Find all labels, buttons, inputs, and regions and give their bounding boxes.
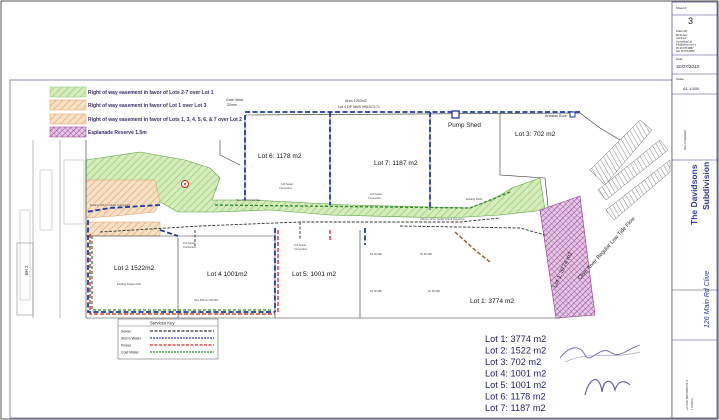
water-lines [91, 191, 511, 311]
gate-valve-label: Gate Valve [226, 98, 244, 102]
firm-line: Consulting Ltd [676, 40, 693, 43]
lot3-label: Lot 3: 702 m2 [515, 131, 556, 138]
summary-line: Lot 3: 702 m2 [485, 357, 541, 367]
summary-line: Lot 6: 1178 m2 [485, 392, 546, 402]
legend-label-2: Right of way easement in favor of Lot 1 … [88, 103, 207, 109]
project-title: The Davidsons [689, 164, 699, 225]
pipe-label: 160mm uPVC Sewer Line & Inspection [420, 217, 465, 221]
legend-label-4: Esplanade Reserve 1.5m [88, 130, 147, 136]
dp-label: Lot 4 DP 5605 HB157/171 [338, 105, 380, 109]
lot2-label: Lot 2 1522m2 [114, 265, 155, 272]
lot6-label: Lot 6: 1178 m2 [258, 153, 302, 160]
power-lines [89, 230, 331, 315]
drawn-by-label: Drawn By: [676, 29, 688, 33]
road-area: BH 2 [16, 140, 85, 318]
sheet-number: 3 [688, 16, 693, 26]
sewer-conn-3b: Connection [183, 245, 197, 249]
services-key-label: Power [121, 344, 132, 348]
legend-swatch-4 [49, 126, 87, 138]
lot1-label: Lot 1: 3774 m2 [470, 298, 514, 305]
watermain-label-1: New 500mm SW MH [236, 198, 260, 202]
legend-swatch-2 [49, 99, 87, 111]
scale-label: Scale: [676, 77, 685, 81]
sewer-conn-1: 110 Sewer [281, 182, 293, 186]
lot4-label: Lot 4 1001m2 [207, 271, 248, 278]
legend-label-1: Right of way easement in favor of Lots 2… [88, 90, 214, 96]
lot5-label: Lot 5: 1001 m2 [292, 271, 336, 278]
firm-line: Interlined [676, 37, 687, 40]
summary-line: Lot 4: 1001 m2 [485, 369, 546, 379]
sewer-conn-4b: Connection [294, 247, 308, 251]
area-label: Area 1262m2 [345, 99, 367, 103]
bh2-label: BH 2 [24, 265, 29, 275]
pump-shed-marker [451, 110, 460, 119]
easement-orange [85, 179, 161, 219]
artesian-marker [569, 111, 576, 118]
paths-label: Existing Paths [466, 197, 483, 201]
firm-line: Bill Fraser [676, 34, 687, 37]
sewer-run-right [454, 231, 491, 263]
title-block: Sheet # 3 Drawn By: Bill FraserInterline… [671, 1, 718, 419]
project-address: 126 Main Rd Clive [704, 271, 711, 328]
existing-sewer-label: Existing 160mm Sewer Connection [90, 203, 131, 207]
easement-orange-2 [85, 221, 161, 237]
legend-swatch-3 [49, 113, 87, 125]
rev-text: Plan of Subdivision [684, 129, 687, 150]
firm-line: Ph 06 878 8887 [676, 47, 694, 50]
summary-line: Lot 5: 1001 m2 [485, 380, 546, 390]
services-key-label: Cold Water [121, 351, 140, 355]
date-value: 31/07/2013 [676, 64, 699, 69]
services-key-label: Sewer [121, 330, 132, 334]
summary-line: Lot 7: 1187 m2 [485, 403, 546, 413]
summary-line: Lot 1: 3774 m2 [485, 334, 546, 344]
firm-line: Fax 06 878 8887 [676, 50, 695, 53]
sewer-lines [99, 217, 546, 246]
project-subtitle: Subdivision [701, 162, 711, 210]
legal-line-2: 1 0754 ha [690, 398, 694, 410]
sewer-conn-1b: Connection [279, 186, 293, 190]
signature-1 [559, 344, 641, 359]
signature-2 [584, 379, 631, 396]
artesian-label: Artesian Bore [545, 114, 567, 118]
legend-swatch-1 [49, 86, 87, 98]
services-key-label: Storm Water [121, 337, 142, 341]
services-key-title: Services Key [150, 321, 175, 326]
scale-value: A1 1:500 [683, 86, 700, 91]
watermain-label-2: New 500mm SW MH [194, 298, 218, 302]
sewer-conn-2: 110 Sewer [370, 192, 382, 196]
legend-label-3: Right of way easement in favor of Lots 1… [88, 117, 242, 123]
rl-label-3: RL 50.480 [370, 289, 382, 293]
rl-label-2: RL 50.480 [420, 252, 432, 256]
sewer-conn-2b: Connection [368, 196, 382, 200]
legal-line-1: Lot 4 DP 5605 HB157/171 [685, 379, 689, 410]
gate-size-label: 32mm [227, 103, 237, 107]
pump-shed-label: Pump Shed [448, 122, 481, 129]
sheet-label: Sheet # [676, 6, 687, 10]
date-label: Date: [676, 57, 683, 61]
rl-label-1: RL 50.480 [370, 252, 382, 256]
easement-legend: Right of way easement in favor of Lots 2… [49, 86, 242, 138]
lot7-label: Lot 7: 1187 m2 [374, 160, 418, 167]
sewer-conn-4: 110 Sewer [294, 243, 306, 247]
sewer-conn-3: 110 Sewer [183, 241, 195, 245]
summary-line: Lot 2: 1522 m2 [485, 346, 546, 356]
stormwater-lines [85, 111, 580, 313]
firm-line: info@billsco.co.nz [676, 44, 697, 47]
zapple-label: Existing Zapple Cafe [117, 282, 141, 286]
rl-label-4: RL 50.480 [428, 289, 440, 293]
esplanade-reserve [539, 195, 596, 319]
